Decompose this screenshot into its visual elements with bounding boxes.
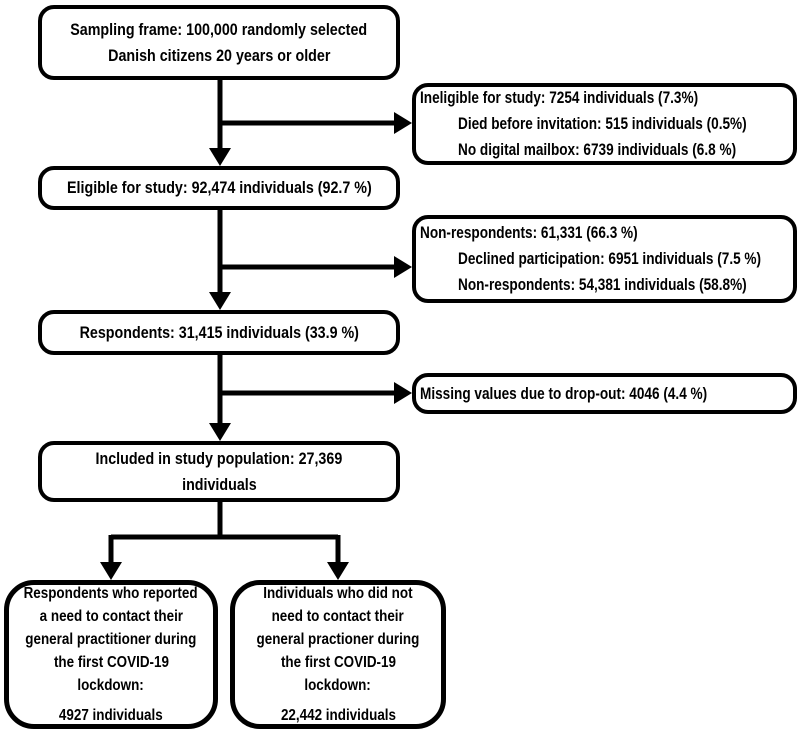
sampling-frame-line1: Sampling frame: 100,000 randomly selecte… [70, 19, 368, 39]
no-need-gp-line3: general practioner during [256, 631, 420, 648]
need-gp-count: 4927 individuals [59, 707, 163, 724]
no-need-gp-count: 22,442 individuals [280, 707, 396, 724]
need-gp-line5: lockdown: [77, 677, 145, 694]
ineligible-died-line: Died before invitation: 515 individuals … [458, 114, 747, 133]
box-missing-values: Missing values due to drop-out: 4046 (4.… [412, 373, 797, 414]
arrow-eligible-to-respondents [209, 208, 231, 310]
missing-values-text: Missing values due to drop-out: 4046 (4.… [420, 383, 708, 403]
included-line1: Included in study population: 27,369 [95, 448, 343, 468]
arrow-branch-missing [220, 382, 412, 404]
box-sampling-frame: Sampling frame: 100,000 randomly selecte… [38, 5, 400, 80]
arrow-branch-nonrespondents [220, 256, 412, 278]
arrow-split-to-need-gp [100, 535, 122, 580]
need-gp-line4: the first COVID-19 [53, 654, 169, 671]
no-need-gp-line1: Individuals who did not [263, 585, 413, 602]
declined-participation-line: Declined participation: 6951 individuals… [458, 249, 762, 268]
eligible-text: Eligible for study: 92,474 individuals (… [66, 178, 372, 197]
ineligible-no-mailbox-line: No digital mailbox: 6739 individuals (6.… [458, 140, 737, 159]
box-respondents: Respondents: 31,415 individuals (33.9 %) [38, 310, 400, 355]
need-gp-line2: a need to contact their [39, 608, 183, 625]
box-need-gp-contact: Respondents who reported a need to conta… [4, 580, 218, 729]
no-need-gp-line5: lockdown: [304, 677, 372, 694]
sampling-frame-line2: Danish citizens 20 years or older [107, 45, 331, 65]
included-line2: individuals [181, 474, 257, 494]
no-need-gp-line2: need to contact their [271, 608, 405, 625]
arrow-respondents-to-included [209, 353, 231, 441]
nonrespondents-detail-line: Non-respondents: 54,381 individuals (58.… [458, 275, 747, 294]
nonrespondents-heading: Non-respondents: 61,331 (66.3 %) [420, 223, 638, 242]
arrow-branch-ineligible [220, 112, 412, 134]
ineligible-heading: Ineligible for study: 7254 individuals (… [420, 88, 699, 107]
no-need-gp-line4: the first COVID-19 [280, 654, 396, 671]
connector-included-to-split [111, 500, 338, 540]
box-included-population: Included in study population: 27,369 ind… [38, 441, 400, 502]
arrow-sampling-to-eligible [209, 78, 231, 166]
box-no-need-gp-contact: Individuals who did not need to contact … [230, 580, 446, 729]
need-gp-line3: general practitioner during [25, 631, 197, 648]
respondents-text: Respondents: 31,415 individuals (33.9 %) [79, 322, 359, 342]
need-gp-line1: Respondents who reported [24, 585, 198, 602]
box-eligible: Eligible for study: 92,474 individuals (… [38, 166, 400, 210]
box-nonrespondents: Non-respondents: 61,331 (66.3 %) Decline… [412, 215, 797, 303]
box-ineligible: Ineligible for study: 7254 individuals (… [412, 83, 797, 165]
arrow-split-to-no-need-gp [327, 535, 349, 580]
